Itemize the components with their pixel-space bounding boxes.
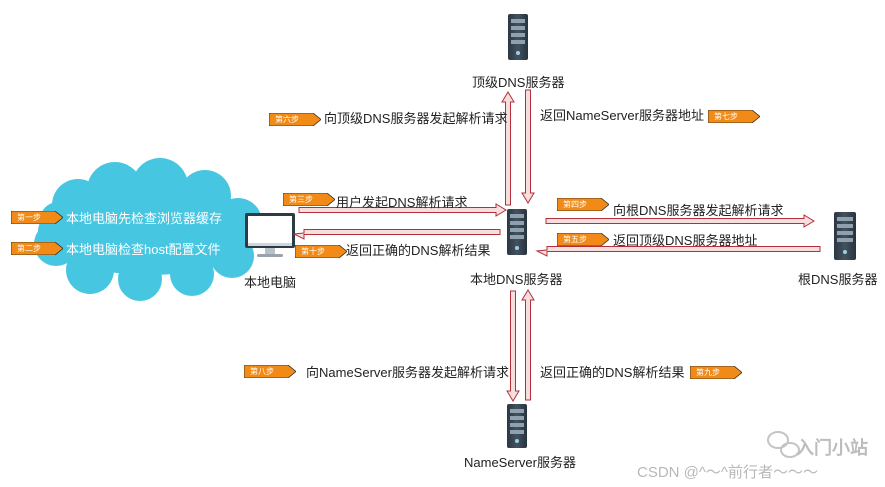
badge-step1: 第一步 [11, 211, 63, 224]
badge-step1-text: 第一步 [17, 213, 41, 222]
badge-step5: 第五步 [557, 233, 609, 246]
cloud-text-2: 本地电脑检查host配置文件 [66, 242, 221, 257]
computer-icon [245, 213, 295, 257]
server-icon-root-dns [834, 212, 856, 260]
arrow-step9 [521, 289, 535, 401]
watermark-csdn: CSDN @^～^前行者～～～ [637, 464, 818, 481]
label-root-dns: 根DNS服务器 [798, 272, 878, 287]
badge-step10: 第十步 [295, 245, 347, 258]
step7-text: 返回NameServer服务器地址 [540, 108, 704, 123]
arrow-step10 [292, 229, 501, 240]
badge-step7-text: 第七步 [714, 112, 738, 121]
badge-step10-text: 第十步 [301, 247, 325, 256]
cloud-shape [34, 158, 262, 301]
arrow-step4 [545, 214, 815, 228]
badge-step2-text: 第二步 [17, 244, 41, 253]
arrow-step5 [535, 246, 821, 257]
arrow-step7 [521, 89, 535, 204]
badge-step9-text: 第九步 [696, 368, 720, 377]
badge-step3: 第三步 [283, 193, 335, 206]
wechat-logo-icon [767, 431, 800, 458]
badge-step4-text: 第四步 [563, 200, 587, 209]
server-icon-top-dns [508, 14, 528, 60]
label-top-dns: 顶级DNS服务器 [472, 75, 565, 90]
badge-step5-text: 第五步 [563, 235, 587, 244]
arrow-step8 [506, 290, 520, 402]
step9-text: 返回正确的DNS解析结果 [540, 365, 685, 380]
badge-step9: 第九步 [690, 366, 742, 379]
step10-text: 返回正确的DNS解析结果 [346, 243, 491, 258]
badge-step3-text: 第三步 [289, 195, 313, 204]
step3-text: 用户发起DNS解析请求 [336, 195, 468, 210]
badge-step4: 第四步 [557, 198, 609, 211]
badge-step8-text: 第八步 [250, 367, 274, 376]
arrow-step3 [298, 203, 507, 217]
arrow-step6 [501, 91, 515, 206]
badge-step6: 第六步 [269, 113, 321, 126]
badge-step7: 第七步 [708, 110, 760, 123]
label-local-dns: 本地DNS服务器 [470, 272, 563, 287]
step6-text: 向顶级DNS服务器发起解析请求 [324, 111, 508, 126]
server-icon-nameserver [507, 404, 527, 448]
badge-step6-text: 第六步 [275, 115, 299, 124]
step4-text: 向根DNS服务器发起解析请求 [613, 203, 784, 218]
badge-step2: 第二步 [11, 242, 63, 255]
label-local-pc: 本地电脑 [244, 275, 297, 290]
label-nameserver: NameServer服务器 [464, 455, 576, 470]
step5-text: 返回顶级DNS服务器地址 [613, 233, 758, 248]
server-icon-local-dns [507, 209, 527, 255]
watermark-brand: 入门小站 [796, 438, 868, 458]
cloud-text-1: 本地电脑先检查浏览器缓存 [66, 211, 223, 226]
step8-text: 向NameServer服务器发起解析请求 [306, 365, 509, 380]
badge-step8: 第八步 [244, 365, 296, 378]
